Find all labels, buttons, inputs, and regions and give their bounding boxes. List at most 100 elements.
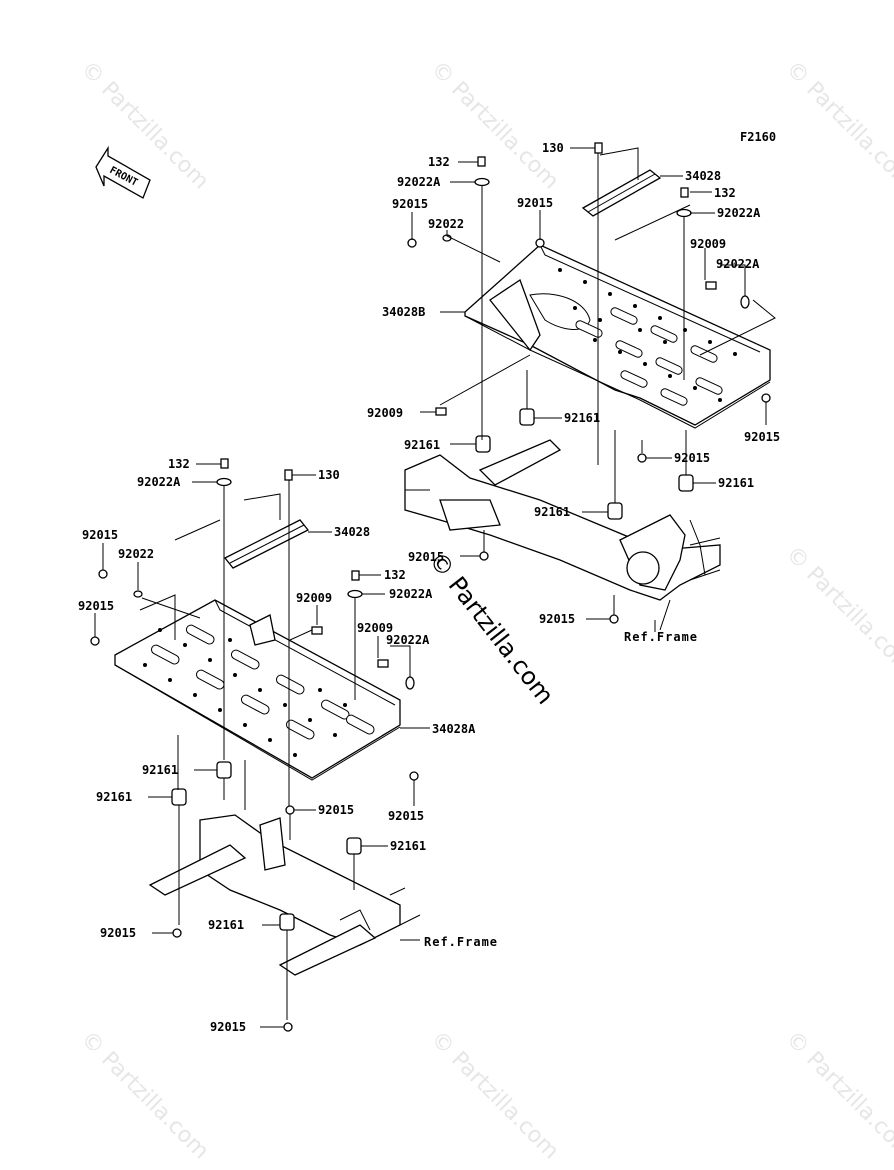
bolt-130-icon [594, 142, 603, 154]
bolt-92009-icon [377, 659, 389, 668]
damper-92161-icon [171, 788, 187, 806]
lower-assembly: 132 130 92022A 34028 92015 92022 132 920… [78, 457, 498, 1034]
label-92009: 92009 [357, 621, 393, 635]
label-92022A: 92022A [716, 257, 760, 271]
label-92022A: 92022A [137, 475, 181, 489]
watermark-6: © Partzilla.com [426, 1027, 564, 1165]
label-92009: 92009 [690, 237, 726, 251]
bolt-130-icon [284, 469, 293, 481]
nut-92015-icon [285, 805, 295, 815]
center-watermark: © Partzilla.com [423, 546, 559, 709]
label-132: 132 [428, 155, 450, 169]
nut-92015-icon [409, 771, 419, 781]
label-92161: 92161 [404, 438, 440, 452]
bolt-132-icon [351, 570, 360, 581]
label-92009: 92009 [296, 591, 332, 605]
diagram-code: F2160 [740, 130, 776, 144]
label-130: 130 [542, 141, 564, 155]
damper-92161-icon [346, 837, 362, 855]
upper-assembly: 132 130 34028 132 92022A 92022A 92015 92… [367, 141, 780, 644]
ref-frame-label: Ref.Frame [624, 630, 698, 644]
label-92015: 92015 [517, 196, 553, 210]
label-92009: 92009 [367, 406, 403, 420]
bolt-92009-icon [311, 626, 323, 635]
label-92022A: 92022A [386, 633, 430, 647]
nut-92015-icon [637, 453, 647, 463]
damper-92161-icon [279, 913, 295, 931]
label-34028: 34028 [685, 169, 721, 183]
label-92022: 92022 [428, 217, 464, 231]
label-92015: 92015 [744, 430, 780, 444]
washer-92022A-icon [740, 295, 750, 309]
label-92015: 92015 [674, 451, 710, 465]
label-92015: 92015 [82, 528, 118, 542]
label-92161: 92161 [718, 476, 754, 490]
nut-92015-icon [407, 238, 417, 248]
upper-frame [404, 439, 721, 631]
label-130: 130 [318, 468, 340, 482]
damper-92161-icon [475, 435, 491, 453]
upper-plate-slots [575, 307, 723, 406]
watermark-2: © Partzilla.com [426, 57, 564, 195]
bolt-92009-icon [435, 407, 447, 416]
ref-frame-label: Ref.Frame [424, 935, 498, 949]
label-92015: 92015 [388, 809, 424, 823]
label-92022: 92022 [118, 547, 154, 561]
damper-92161-icon [216, 761, 232, 779]
nut-92015-icon [98, 569, 108, 579]
nut-92015-icon [609, 614, 619, 624]
label-92161: 92161 [96, 790, 132, 804]
label-92161: 92161 [142, 763, 178, 777]
lower-plate-slots [150, 624, 375, 740]
watermark-7: © Partzilla.com [781, 1027, 894, 1165]
label-92015: 92015 [78, 599, 114, 613]
watermark-1: © Partzilla.com [76, 57, 214, 195]
nut-92015-icon [283, 1022, 293, 1032]
nut-92015-icon [761, 393, 771, 403]
watermark-3: © Partzilla.com [781, 57, 894, 195]
label-92015: 92015 [318, 803, 354, 817]
label-92161: 92161 [208, 918, 244, 932]
label-92022A: 92022A [389, 587, 433, 601]
label-132: 132 [168, 457, 190, 471]
bolt-132-icon [477, 156, 486, 167]
label-132: 132 [384, 568, 406, 582]
damper-92161-icon [519, 408, 535, 426]
washer-92022A-icon [474, 177, 490, 187]
label-92161: 92161 [564, 411, 600, 425]
upper-hardware [407, 142, 771, 624]
front-arrow-icon: FRONT [95, 145, 151, 199]
upper-leaders [411, 147, 776, 632]
watermark-5: © Partzilla.com [76, 1027, 214, 1165]
label-92161: 92161 [534, 505, 570, 519]
lower-plate-bolt-holes [143, 628, 347, 757]
damper-92161-icon [607, 502, 623, 520]
label-92015: 92015 [100, 926, 136, 940]
label-92015: 92015 [539, 612, 575, 626]
label-34028B: 34028B [382, 305, 425, 319]
label-92161: 92161 [390, 839, 426, 853]
washer-92022-icon [133, 590, 143, 598]
bolt-132-icon [680, 187, 689, 198]
lower-leaders [94, 463, 430, 1028]
washer-92022A-icon [216, 477, 232, 487]
label-132: 132 [714, 186, 736, 200]
label-34028A: 34028A [432, 722, 476, 736]
label-92015: 92015 [392, 197, 428, 211]
label-92022A: 92022A [717, 206, 761, 220]
nut-92015-icon [479, 551, 489, 561]
bolt-132-icon [220, 458, 229, 469]
lower-frame [148, 814, 421, 976]
washer-92022A-icon [347, 589, 363, 599]
bolt-92009-icon [705, 281, 717, 290]
label-92015: 92015 [408, 550, 444, 564]
nut-92015-icon [90, 636, 100, 646]
label-92015: 92015 [210, 1020, 246, 1034]
damper-92161-icon [678, 474, 694, 492]
washer-92022A-icon [405, 676, 415, 690]
nut-92015-icon [172, 928, 182, 938]
upper-carrier-plate [464, 244, 771, 426]
watermark-4: © Partzilla.com [781, 542, 894, 680]
label-34028: 34028 [334, 525, 370, 539]
